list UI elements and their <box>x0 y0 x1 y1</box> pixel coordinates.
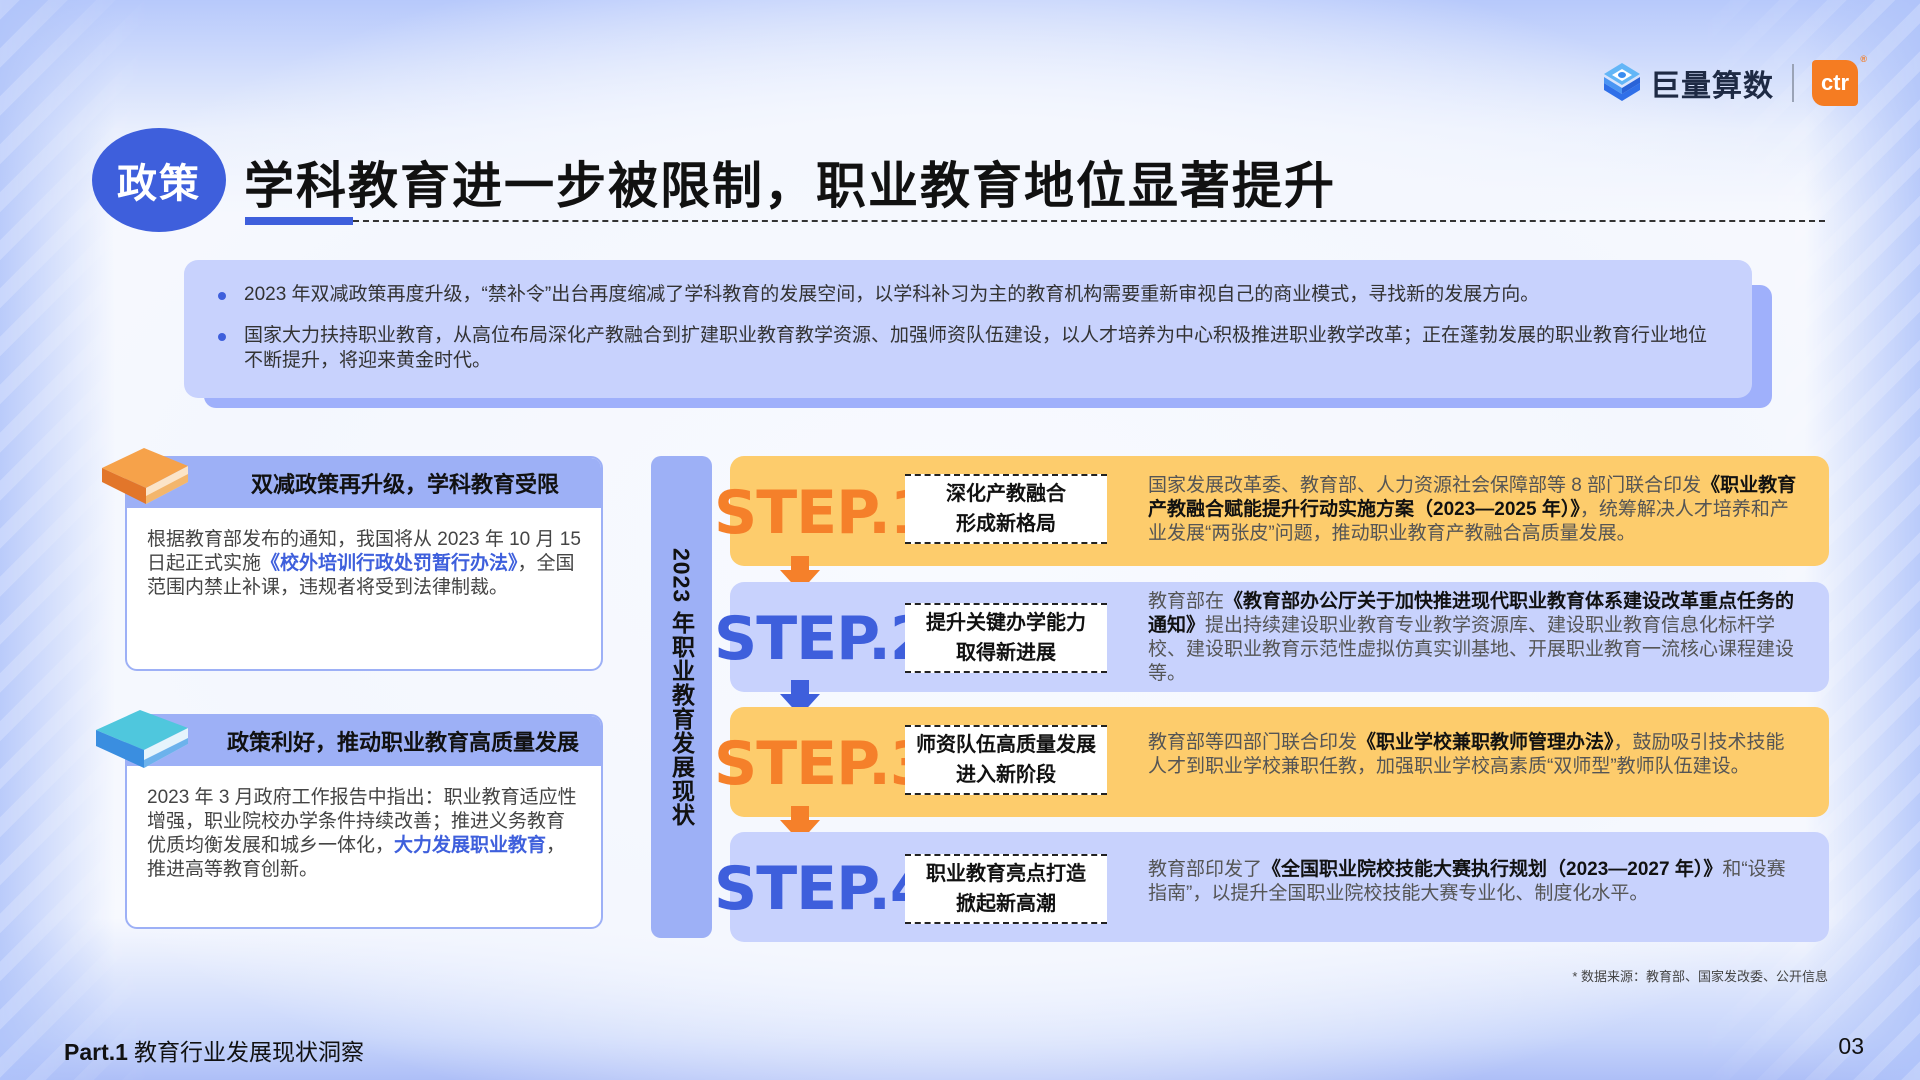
card-title: 双减政策再升级，学科教育受限 <box>127 458 601 508</box>
card-text: ，推进高等教育创新。 <box>147 835 566 880</box>
section-badge: 政策 <box>92 128 226 232</box>
footer-part: Part.1 <box>64 1039 128 1065</box>
card-text: 2023 年 3 月政府工作报告中指出：职业教育适应性增强，职业院校办学条件持续… <box>147 787 577 856</box>
footer-section-title: 教育行业发展现状洞察 <box>133 1039 364 1065</box>
step-headline: 职业教育亮点打造 掀起新高潮 <box>905 854 1107 924</box>
step-text: 教育部印发了 <box>1148 859 1263 880</box>
step-4-panel: STEP.4 职业教育亮点打造 掀起新高潮 教育部印发了《全国职业院校技能大赛执… <box>714 832 1829 942</box>
registered-mark: ® <box>1860 54 1867 64</box>
title-underline <box>245 217 353 225</box>
juliang-logo: 巨量算数 <box>1602 61 1774 105</box>
step-policy-name: 《职业学校兼职教师管理办法》 <box>1357 732 1614 753</box>
step-headline-line: 职业教育亮点打造 <box>926 863 1086 885</box>
step-headline-line: 深化产教融合 <box>946 483 1066 505</box>
book-orange-icon <box>102 448 188 504</box>
page-number: 03 <box>1838 1033 1864 1059</box>
step-3-panel: STEP.3 师资队伍高质量发展 进入新阶段 教育部等四部门联合印发《职业学校兼… <box>714 707 1829 817</box>
step-description: 教育部等四部门联合印发《职业学校兼职教师管理办法》，鼓励吸引技术技能人才到职业学… <box>1148 731 1801 779</box>
card-body: 根据教育部发布的通知，我国将从 2023 年 10 月 15 日起正式实施《校外… <box>127 508 601 600</box>
juliang-cube-icon <box>1604 63 1640 101</box>
step-policy-name: 《教育部办公厅关于加快推进现代职业教育体系建设改革重点任务的通知》 <box>1148 591 1795 636</box>
step-text: 和“设赛指南”，以提升全国职业院校技能大赛专业化、制度化水平。 <box>1148 859 1786 904</box>
ctr-logo-text: ctr <box>1820 70 1850 95</box>
card-text: 根据教育部发布的通知，我国将从 2023 年 10 月 15 日起正式实施 <box>147 529 581 574</box>
policy-card-vocational: 政策利好，推动职业教育高质量发展 2023 年 3 月政府工作报告中指出：职业教… <box>125 714 603 929</box>
book-teal-icon <box>96 710 188 768</box>
step-1-panel: STEP.1 深化产教融合 形成新格局 国家发展改革委、教育部、人力资源社会保障… <box>714 456 1829 566</box>
card-title: 政策利好，推动职业教育高质量发展 <box>127 716 601 766</box>
step-headline: 师资队伍高质量发展 进入新阶段 <box>905 725 1107 795</box>
step-headline-line: 取得新进展 <box>956 642 1056 664</box>
step-text: 提出持续建设职业教育专业教学资源库、建设职业教育信息化标杆学校、建设职业教育示范… <box>1148 615 1795 684</box>
timeline-label: 2023 年职业教育发展现状 <box>668 548 695 827</box>
step-label: STEP.1 <box>714 478 932 548</box>
step-headline-line: 进入新阶段 <box>956 764 1056 786</box>
step-label: STEP.2 <box>714 604 932 674</box>
step-headline-line: 提升关键办学能力 <box>926 612 1086 634</box>
step-headline: 提升关键办学能力 取得新进展 <box>905 603 1107 673</box>
step-description: 教育部在《教育部办公厅关于加快推进现代职业教育体系建设改革重点任务的通知》提出持… <box>1148 590 1801 686</box>
timeline-label-bar: 2023 年职业教育发展现状 <box>651 456 712 938</box>
logo-divider <box>1792 64 1794 102</box>
step-label: STEP.3 <box>714 729 932 799</box>
step-headline-line: 形成新格局 <box>956 513 1056 535</box>
step-policy-name: 《职业教育产教融合赋能提升行动实施方案（2023—2025 年）》 <box>1148 475 1797 520</box>
policy-card-double-reduction: 双减政策再升级，学科教育受限 根据教育部发布的通知，我国将从 2023 年 10… <box>125 456 603 671</box>
step-text: ，鼓励吸引技术技能人才到职业学校兼职任教，加强职业学校高素质“双师型”教师队伍建… <box>1148 732 1785 777</box>
step-text: 教育部在 <box>1148 591 1225 612</box>
card-highlight: 大力发展职业教育 <box>394 835 547 856</box>
card-highlight: 《校外培训行政处罚暂行办法》 <box>261 553 518 574</box>
card-body: 2023 年 3 月政府工作报告中指出：职业教育适应性增强，职业院校办学条件持续… <box>127 766 601 882</box>
step-text: 教育部等四部门联合印发 <box>1148 732 1358 753</box>
step-description: 教育部印发了《全国职业院校技能大赛执行规划（2023—2027 年）》和“设赛指… <box>1148 858 1801 906</box>
summary-bullet: 国家大力扶持职业教育，从高位布局深化产教融合到扩建职业教育教学资源、加强师资队伍… <box>216 323 1712 373</box>
step-text: 国家发展改革委、教育部、人力资源社会保障部等 8 部门联合印发 <box>1148 475 1702 496</box>
ctr-logo: ctr ® <box>1812 54 1867 106</box>
title-dashed-divider <box>353 220 1825 222</box>
data-source-note: * 数据来源：教育部、国家发改委、公开信息 <box>1572 969 1828 984</box>
step-headline-line: 师资队伍高质量发展 <box>916 734 1096 756</box>
step-text: ，统筹解决人才培养和产业发展“两张皮”问题，推动职业教育产教融合高质量发展。 <box>1148 499 1789 544</box>
step-2-panel: STEP.2 提升关键办学能力 取得新进展 教育部在《教育部办公厅关于加快推进现… <box>714 582 1829 692</box>
page-title: 学科教育进一步被限制，职业教育地位显著提升 <box>244 158 1336 214</box>
step-description: 国家发展改革委、教育部、人力资源社会保障部等 8 部门联合印发《职业教育产教融合… <box>1148 474 1801 546</box>
step-policy-name: 《全国职业院校技能大赛执行规划（2023—2027 年）》 <box>1262 859 1723 880</box>
step-headline: 深化产教融合 形成新格局 <box>905 474 1107 544</box>
summary-bullet: 2023 年双减政策再度升级，“禁补令”出台再度缩减了学科教育的发展空间，以学科… <box>216 282 1712 307</box>
header-logos: 巨量算数 ctr ® <box>1602 54 1867 106</box>
juliang-logo-text: 巨量算数 <box>1650 70 1774 103</box>
step-label: STEP.4 <box>714 854 932 924</box>
summary-panel: 2023 年双减政策再度升级，“禁补令”出台再度缩减了学科教育的发展空间，以学科… <box>184 260 1752 398</box>
card-text: ，全国范围内禁止补课，违规者将受到法律制裁。 <box>147 553 575 598</box>
step-headline-line: 掀起新高潮 <box>956 893 1056 915</box>
